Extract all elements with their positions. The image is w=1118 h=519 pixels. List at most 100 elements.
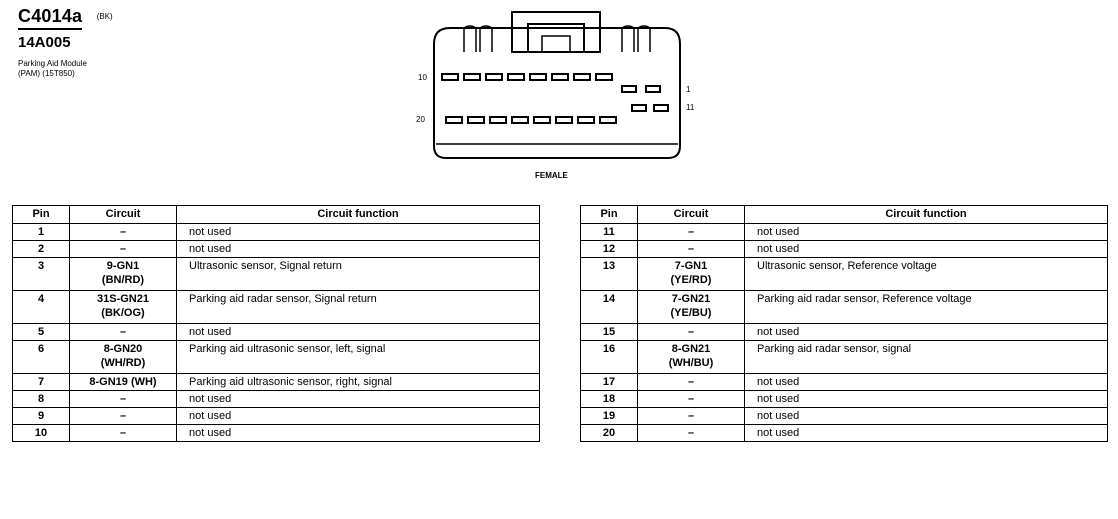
circuit-code: – — [687, 226, 695, 238]
table-row: 11 – not used — [580, 223, 1108, 241]
circuit-color: (YE/RD) — [670, 274, 712, 286]
circuit-code: 31S-GN21 — [97, 293, 149, 305]
circuit-code: 8-GN19 (WH) — [89, 376, 157, 388]
cell-circuit: – — [637, 223, 745, 241]
cell-pin: 7 — [12, 373, 70, 391]
cell-pin: 15 — [580, 323, 638, 341]
part-number: 14A005 — [18, 34, 71, 51]
cell-circuit: 7-GN21(YE/BU) — [637, 290, 745, 324]
cell-function: Parking aid radar sensor, Signal return — [176, 290, 540, 324]
cell-pin: 13 — [580, 257, 638, 291]
circuit-code: 9-GN1 — [106, 260, 140, 272]
cell-function: not used — [744, 373, 1108, 391]
circuit-color: (WH/RD) — [100, 357, 146, 369]
pin-slot — [467, 116, 485, 124]
table-row: 1 – not used — [12, 223, 540, 241]
cell-circuit: 31S-GN21 (BK/OG) — [69, 290, 177, 324]
cell-pin: 20 — [580, 424, 638, 442]
circuit-color: (WH/BU) — [668, 357, 714, 369]
cell-pin: 18 — [580, 390, 638, 408]
connector-color: (BK) — [96, 12, 113, 21]
cell-function: not used — [176, 390, 540, 408]
cell-circuit: – — [69, 407, 177, 425]
cell-pin: 16 — [580, 340, 638, 374]
cell-pin: 5 — [12, 323, 70, 341]
table-row: 6 8-GN20 (WH/RD) Parking aid ultrasonic sen… — [12, 340, 540, 374]
circuit-color: (YE/BU) — [670, 307, 712, 319]
cell-pin: 4 — [12, 290, 70, 324]
cell-circuit: – — [637, 373, 745, 391]
pin-slot — [653, 104, 669, 112]
table-row: 10–not used — [12, 424, 540, 442]
pin-slot — [645, 85, 661, 93]
cell-function: Parking aid radar sensor, signal — [744, 340, 1108, 374]
cell-pin: 6 — [12, 340, 70, 374]
cell-pin: 14 — [580, 290, 638, 324]
connector-face-diagram: 10 1 20 11 — [416, 11, 695, 159]
cell-circuit: – — [637, 424, 745, 442]
table-row: 2 – not used — [12, 240, 540, 258]
table-row: 17 – not used — [580, 373, 1108, 391]
pin-slot — [551, 73, 569, 81]
circuit-code: 8-GN20 — [103, 343, 143, 355]
cell-circuit: – — [637, 323, 745, 341]
circuit-code: – — [119, 243, 127, 255]
pin-slot — [555, 116, 573, 124]
cell-pin: 19 — [580, 407, 638, 425]
circuit-color: (BK/OG) — [101, 307, 145, 319]
pin-slot — [529, 73, 547, 81]
table-row: 12–not used — [580, 240, 1108, 258]
header-circuit: Circuit — [637, 205, 745, 224]
cell-circuit: – — [637, 407, 745, 425]
cell-pin: 1 — [12, 223, 70, 241]
cell-pin: 2 — [12, 240, 70, 258]
cell-circuit: 8-GN21(WH/BU) — [637, 340, 745, 374]
connector-id: C4014a — [18, 6, 83, 30]
table-row: 20 – not used — [580, 424, 1108, 442]
header-circuit: Circuit — [69, 205, 177, 224]
cell-function: Parking aid ultrasonic sensor, left, sig… — [176, 340, 540, 374]
table-row: 15–not used — [580, 323, 1108, 341]
pin-slot — [533, 116, 551, 124]
pin-slot — [485, 73, 503, 81]
cell-function: not used — [744, 240, 1108, 258]
cell-function: Parking aid radar sensor, Reference volt… — [744, 290, 1108, 324]
cell-function: not used — [744, 223, 1108, 241]
cell-function: not used — [176, 407, 540, 425]
pin-slot — [489, 116, 507, 124]
connector-header: C4014a (BK) 14A005 Parking Aid Module (P… — [18, 6, 113, 79]
cell-function: not used — [176, 240, 540, 258]
cell-pin: 3 — [12, 257, 70, 291]
table-row: 18 – not used — [580, 390, 1108, 408]
pin-table-right: Pin Circuit Circuit function 11–not used… — [580, 205, 1108, 442]
pin-slot — [621, 85, 637, 93]
module-name-line2: (PAM) (15T850) — [18, 69, 75, 78]
table-row: 4 31S-GN21 (BK/OG) Parking aid radar sensor… — [12, 290, 540, 324]
circuit-color: (BN/RD) — [101, 274, 145, 286]
cell-pin: 17 — [580, 373, 638, 391]
gender-label: FEMALE — [535, 171, 568, 180]
circuit-code: – — [687, 427, 695, 439]
cell-function: not used — [744, 424, 1108, 442]
circuit-code: – — [687, 326, 695, 338]
circuit-code: – — [687, 376, 695, 388]
cell-function: not used — [176, 223, 540, 241]
cell-circuit: – — [637, 240, 745, 258]
pin-label-11: 11 — [686, 103, 695, 112]
cell-pin: 11 — [580, 223, 638, 241]
circuit-code: – — [119, 226, 127, 238]
pin-slot — [511, 116, 529, 124]
cell-pin: 8 — [12, 390, 70, 408]
cell-function: not used — [744, 390, 1108, 408]
cell-circuit: 8-GN19 (WH) — [69, 373, 177, 391]
table-row: 9–not used — [12, 407, 540, 425]
module-name-line1: Parking Aid Module — [18, 59, 87, 68]
cell-function: not used — [176, 424, 540, 442]
circuit-code: – — [687, 393, 695, 405]
cell-circuit: – — [69, 240, 177, 258]
circuit-code: – — [687, 410, 695, 422]
